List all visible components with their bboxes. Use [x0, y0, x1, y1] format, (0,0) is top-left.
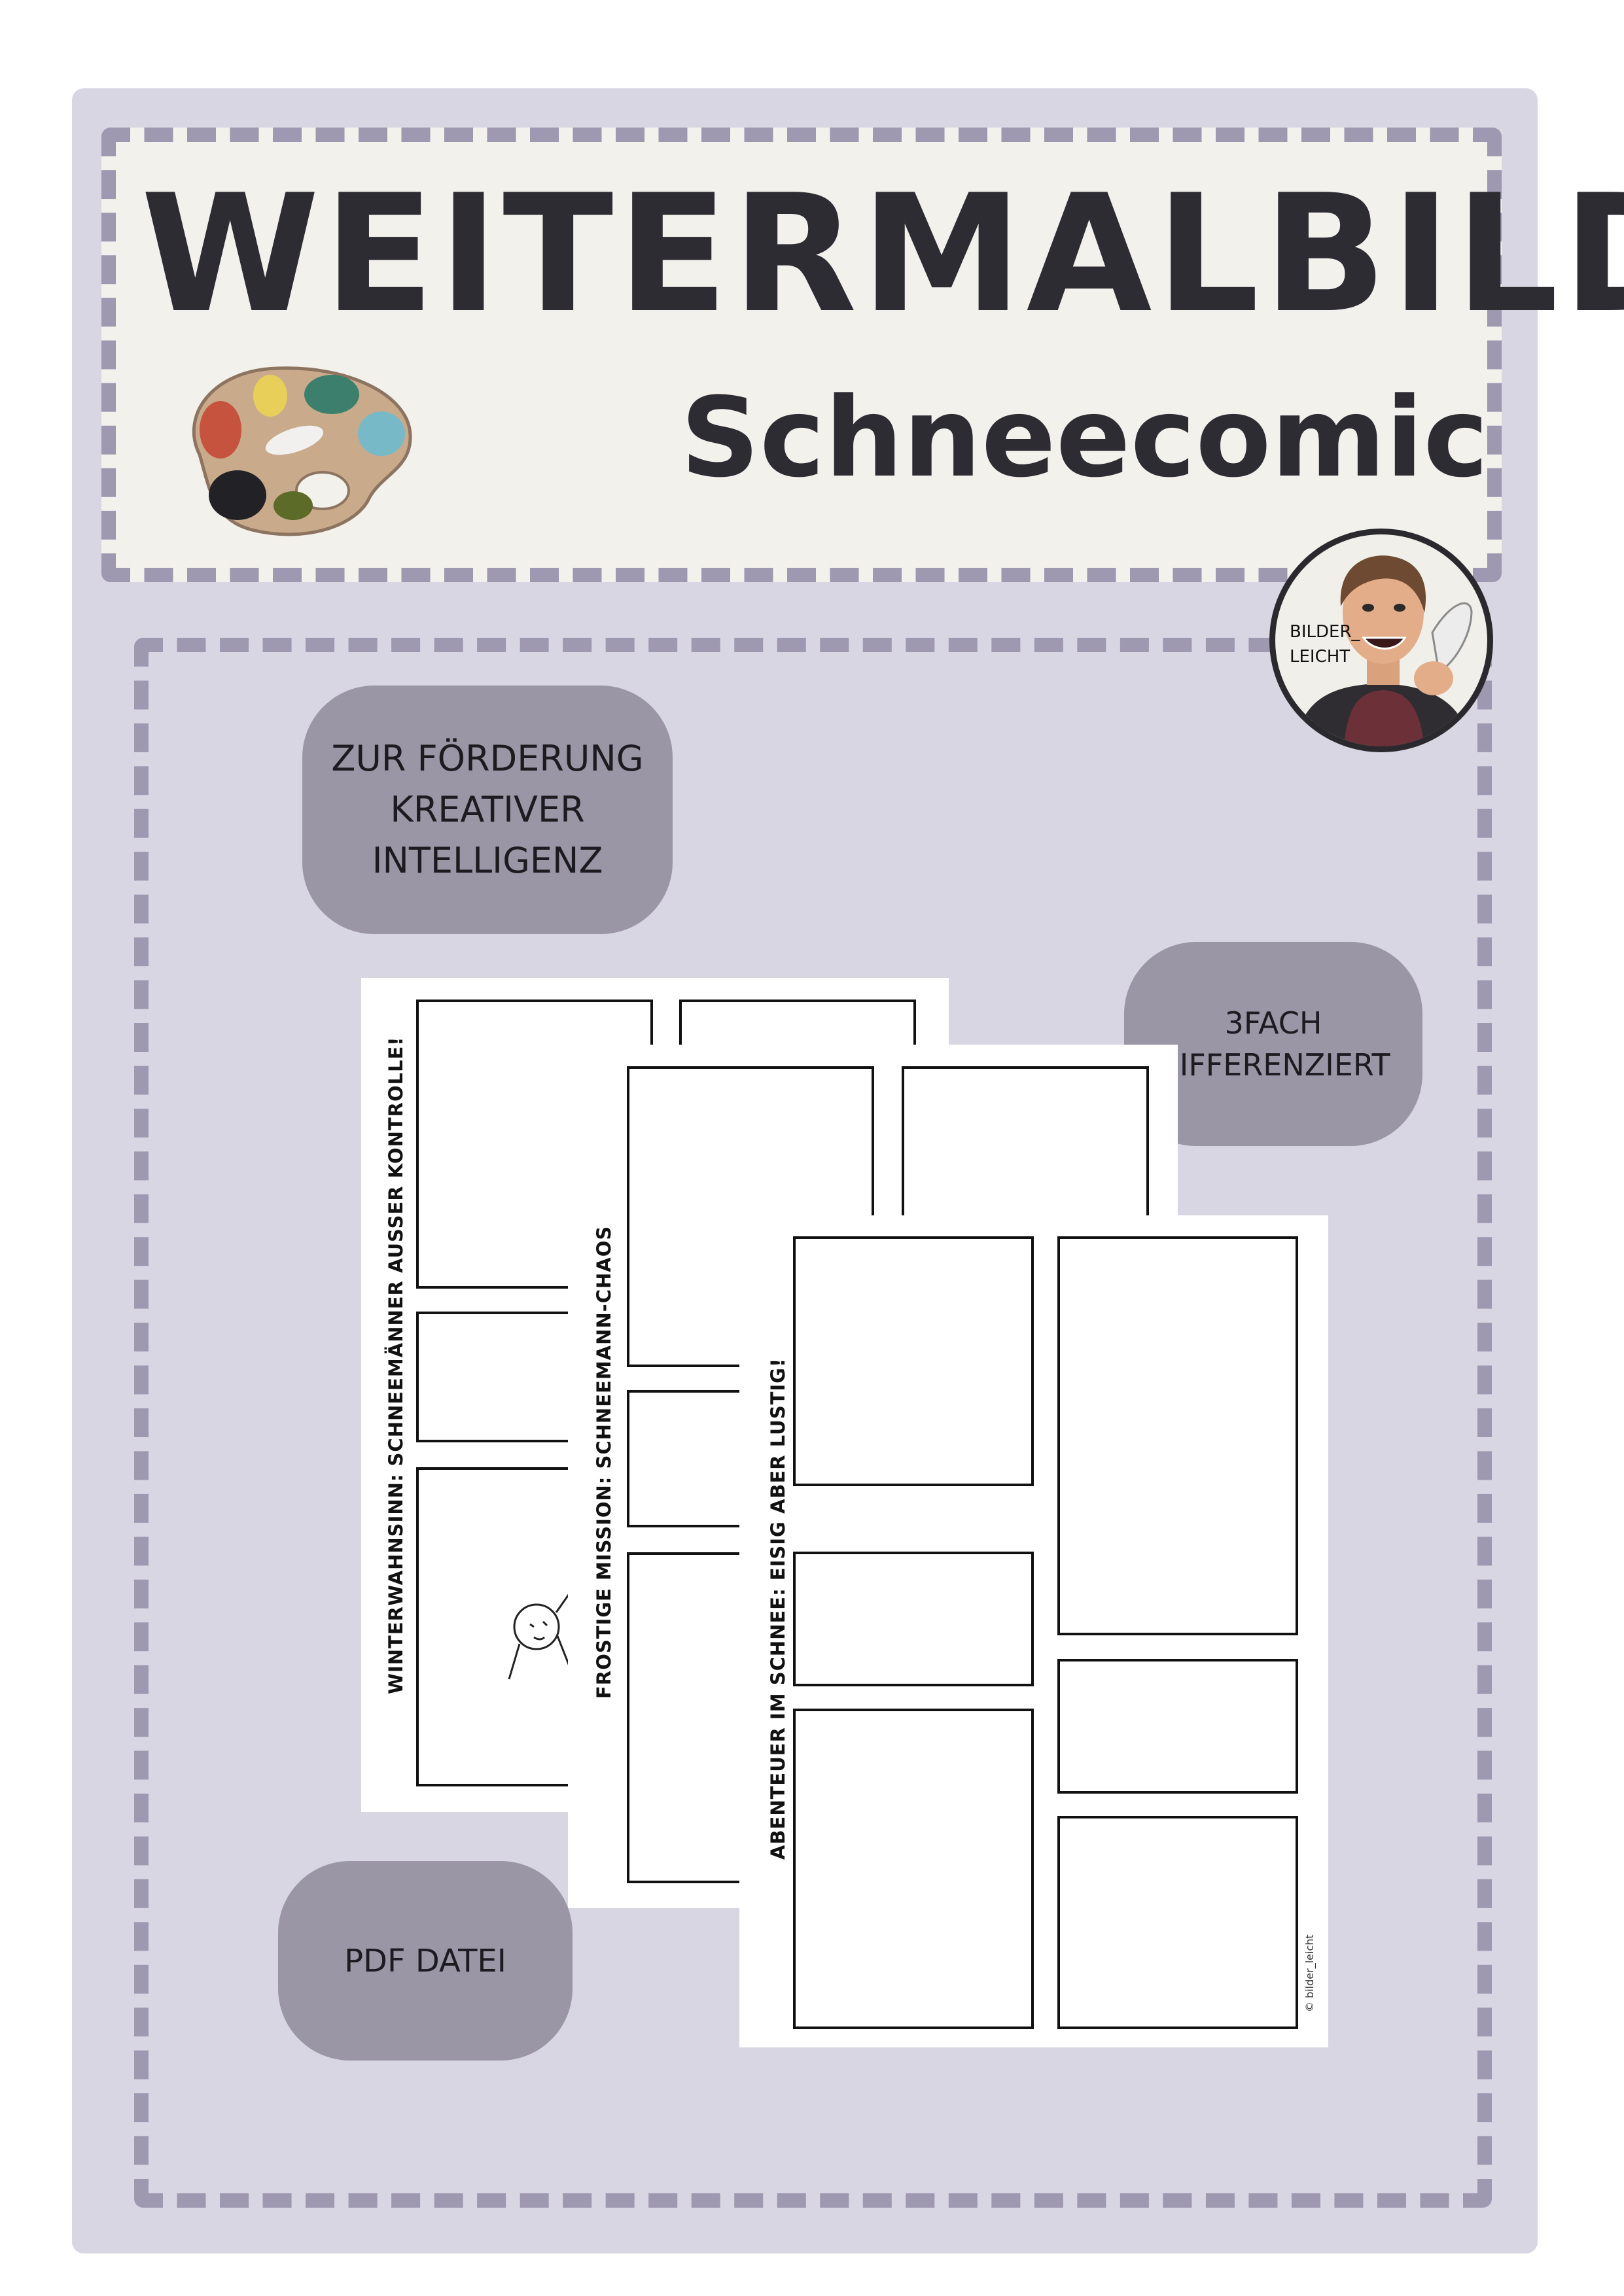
format-badge: PDF DATEI [278, 1861, 573, 2061]
preview-title-1: WINTERWAHNSINN: SCHNEEMÄNNER AUSSER KONT… [385, 1036, 407, 1694]
badge-line: 3FACH [1224, 1005, 1322, 1041]
painter-palette-icon [192, 366, 412, 536]
comic-panel [793, 1236, 1034, 1486]
snowman-sketch-icon [508, 1586, 576, 1680]
artist-portrait-icon [1295, 555, 1473, 746]
comic-panel [1057, 1816, 1298, 2029]
comic-panel [1057, 1236, 1298, 1635]
header-dashed-border [101, 128, 1502, 582]
copyright-credit: © bilder_leicht [1303, 1934, 1316, 2012]
preview-title-3: ABENTEUER IM SCHNEE: EISIG ABER LUSTIG! [767, 1357, 789, 1860]
comic-panel [1057, 1659, 1298, 1794]
comic-panel [793, 1709, 1034, 2029]
logo-text-line2: LEICHT [1290, 647, 1350, 667]
feature-badge-foerderung: ZUR FÖRDERUNG KREATIVER INTELLIGENZ [302, 686, 673, 934]
logo-text-line1: BILDER_ [1290, 622, 1360, 642]
content-dashed-border [134, 638, 1492, 2208]
badge-line: KREATIVER [390, 789, 585, 830]
page-subtitle: Schneecomic [680, 374, 1489, 502]
preview-title-2: FROSTIGE MISSION: SCHNEEMANN-CHAOS [593, 1225, 615, 1699]
artist-avatar-logo: BILDER_ LEICHT [1269, 529, 1493, 752]
comic-panel [793, 1552, 1034, 1686]
badge-line: INTELLIGENZ [372, 840, 603, 881]
badge-line: PDF DATEI [344, 1942, 506, 1979]
badge-line: DIFFERENZIERT [1156, 1047, 1390, 1083]
page-title: WEITERMALBILD [141, 160, 1624, 349]
preview-page-3: ABENTEUER IM SCHNEE: EISIG ABER LUSTIG! … [739, 1215, 1328, 2047]
badge-line: ZUR FÖRDERUNG [331, 738, 644, 779]
